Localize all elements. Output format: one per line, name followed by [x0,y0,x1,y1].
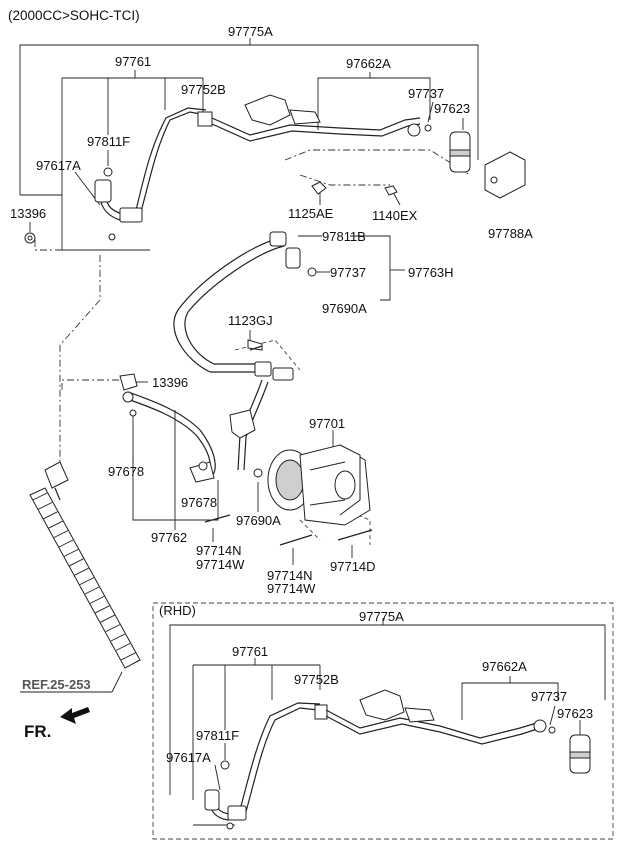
reference-label: REF.25-253 [22,677,91,692]
label-97623-top: 97623 [434,101,470,116]
label-97811f-rhd: 97811F [196,728,239,743]
label-1123gj: 1123GJ [228,313,273,328]
frame-lines [19,38,479,565]
rhd-box [152,602,614,840]
page-title: (2000CC>SOHC-TCI) [8,8,140,23]
label-97788a: 97788A [488,226,533,241]
label-1125ae: 1125AE [288,206,334,221]
label-97662a-rhd: 97662A [482,659,527,674]
label-97762: 97762 [151,530,187,545]
condenser-fin [74,567,89,576]
condenser-fin [53,530,69,539]
condenser-fin [84,586,100,595]
label-97737-top: 97737 [408,86,444,101]
label-rhd: (RHD) [159,603,196,618]
front-direction-label: FR. [24,722,51,741]
condenser-fin [100,614,115,623]
rhd-assembly-drawing [204,689,591,830]
label-13396-mid: 13396 [152,375,188,390]
condenser-fin [105,624,121,633]
label-97763h: 97763H [408,265,454,280]
label-97714n-right: 97714N [267,568,313,583]
condenser-fin [121,652,136,661]
label-97617a-rhd: 97617A [166,750,211,765]
front-arrow-icon [60,707,90,724]
label-97811f-top: 97811F [87,134,130,149]
label-97678-left: 97678 [108,464,144,479]
condenser-fin [43,511,58,520]
label-97775a-rhd: 97775A [359,609,404,624]
condenser-fin [37,501,53,510]
label-97714w-left: 97714W [196,557,245,572]
condenser-fin [32,492,48,501]
condenser-fin [95,605,110,614]
label-97662a-top: 97662A [346,56,391,71]
label-97690a-low: 97690A [236,513,281,528]
top-assembly-drawing [24,94,526,244]
condenser-fin [115,642,131,651]
label-97811b: 97811B [322,229,366,244]
label-97752b-top: 97752B [181,82,226,97]
condenser-drawing [29,461,141,669]
condenser-fin [110,633,126,642]
condenser-fin [48,520,63,529]
label-97737-mid: 97737 [330,265,366,280]
compressor-drawing [204,345,373,546]
label-97617a-top: 97617A [36,158,81,173]
label-97752b-rhd: 97752B [294,672,339,687]
label-97761-rhd: 97761 [232,644,268,659]
ref-leader [111,671,123,693]
label-97761-top: 97761 [115,54,151,69]
label-97678-right: 97678 [181,495,217,510]
label-97737-rhd: 97737 [531,689,567,704]
label-97775a-top: 97775A [228,24,273,39]
condenser-fin [89,595,105,604]
label-97714d: 97714D [330,559,376,574]
middle-hose-drawing [119,231,317,483]
label-97623-rhd: 97623 [557,706,593,721]
label-1140ex: 1140EX [372,208,418,223]
label-13396-top: 13396 [10,206,46,221]
label-97714w-right: 97714W [267,581,316,596]
label-97714n-left: 97714N [196,543,242,558]
label-97690a-mid: 97690A [322,301,367,316]
condenser-fin [69,558,84,567]
label-97701: 97701 [309,416,345,431]
condenser-fin [58,539,74,548]
condenser-fin [79,577,95,586]
condenser-fin [63,548,79,557]
